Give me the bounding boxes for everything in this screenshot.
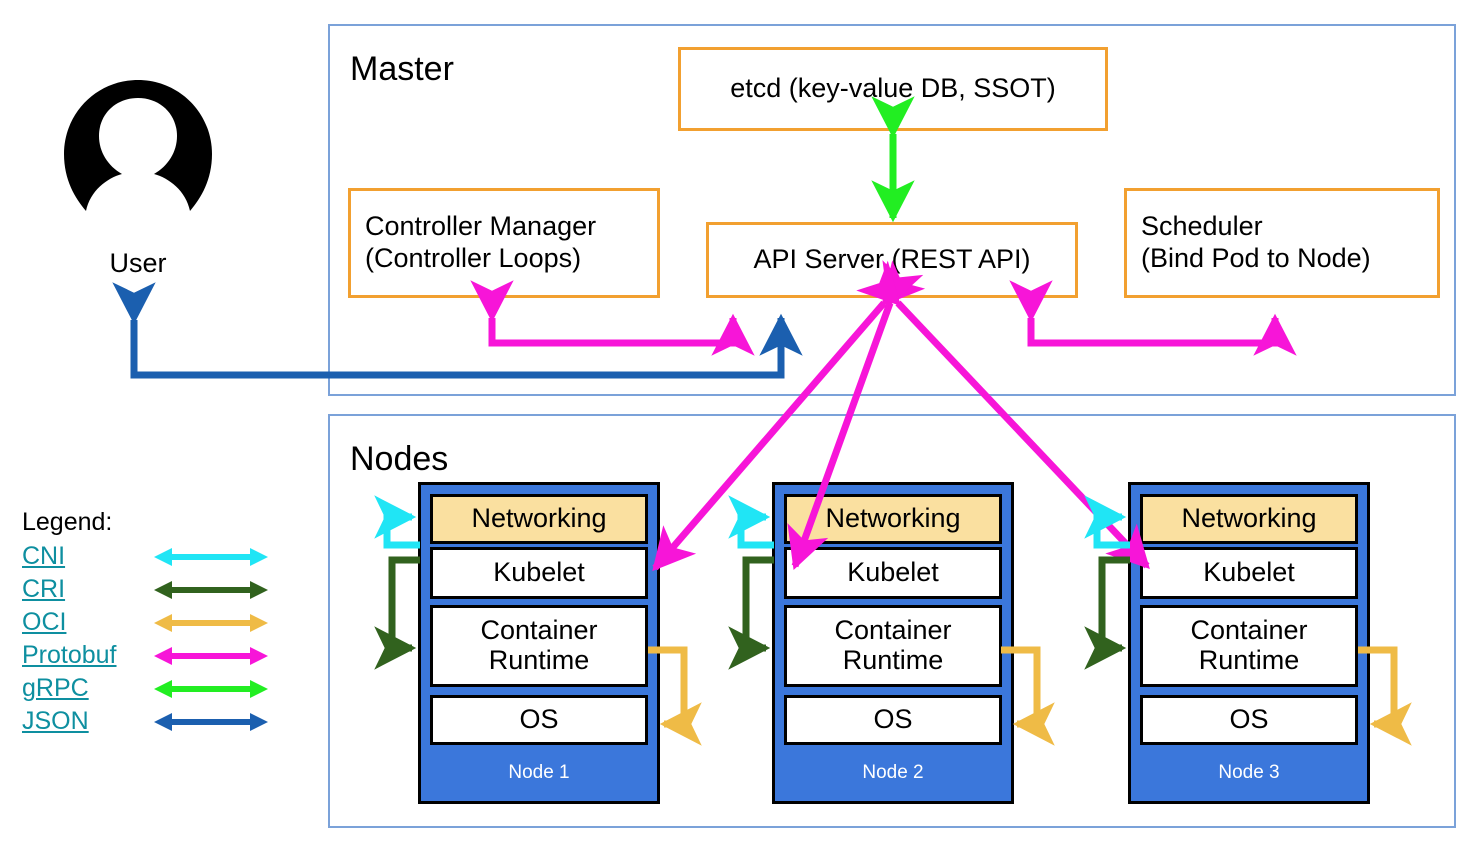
networking-label: Networking <box>471 503 607 534</box>
legend-row-cri: CRI <box>22 573 270 606</box>
legend-arrow-cni-icon <box>154 547 268 566</box>
container-runtime-label-line2: Runtime <box>1198 645 1300 675</box>
user-label: User <box>109 248 167 278</box>
node-layer-networking[interactable]: Networking <box>1140 494 1358 544</box>
controller-manager-label-line1: Controller Manager <box>365 211 597 242</box>
container-runtime-label-line1: Container <box>1190 615 1308 646</box>
node-name-label: Node 2 <box>862 762 924 783</box>
node-name-label: Node 1 <box>508 762 570 783</box>
os-label: OS <box>1229 704 1269 735</box>
etcd-label: etcd (key-value DB, SSOT) <box>730 73 1056 104</box>
legend-row-json: JSON <box>22 705 270 738</box>
kubelet-label: Kubelet <box>847 557 939 588</box>
scheduler-box[interactable]: Scheduler (Bind Pod to Node) <box>1124 188 1440 298</box>
legend-arrow-protobuf-icon <box>154 646 268 665</box>
container-runtime-label-line1: Container <box>834 615 952 646</box>
legend-title: Legend: <box>22 508 113 536</box>
node-layer-container-runtime[interactable]: Container Runtime <box>430 605 648 687</box>
container-runtime-label-line2: Runtime <box>488 645 590 675</box>
node-layer-container-runtime[interactable]: Container Runtime <box>1140 605 1358 687</box>
legend-label-cni[interactable]: CNI <box>22 542 66 570</box>
node-card[interactable]: Networking Kubelet Container Runtime OS … <box>772 482 1014 804</box>
legend-label-protobuf[interactable]: Protobuf <box>22 641 117 669</box>
node-layer-os[interactable]: OS <box>1140 695 1358 745</box>
legend-label-cri[interactable]: CRI <box>22 575 66 603</box>
legend-label-oci[interactable]: OCI <box>22 608 67 636</box>
container-runtime-label-line2: Runtime <box>842 645 944 675</box>
node-layer-networking[interactable]: Networking <box>430 494 648 544</box>
legend-row-grpc: gRPC <box>22 672 270 705</box>
master-group-title: Master <box>350 50 454 88</box>
legend-arrow-json-icon <box>154 712 268 731</box>
user-avatar-icon <box>64 80 212 211</box>
os-label: OS <box>873 704 913 735</box>
node-layer-kubelet[interactable]: Kubelet <box>1140 547 1358 599</box>
node-layer-os[interactable]: OS <box>784 695 1002 745</box>
legend-arrow-grpc-icon <box>154 679 268 698</box>
legend-arrow-cri-icon <box>154 580 268 599</box>
node-layer-networking[interactable]: Networking <box>784 494 1002 544</box>
node-card[interactable]: Networking Kubelet Container Runtime OS … <box>418 482 660 804</box>
controller-manager-label-line2: (Controller Loops) <box>365 243 582 273</box>
api-server-label: API Server (REST API) <box>753 244 1031 275</box>
legend-row-cni: CNI <box>22 540 270 573</box>
nodes-group-title: Nodes <box>350 440 449 478</box>
node-layer-container-runtime[interactable]: Container Runtime <box>784 605 1002 687</box>
api-server-box[interactable]: API Server (REST API) <box>706 222 1078 298</box>
legend-label-json[interactable]: JSON <box>22 707 89 735</box>
node-layer-kubelet[interactable]: Kubelet <box>784 547 1002 599</box>
scheduler-label-line2: (Bind Pod to Node) <box>1141 243 1371 273</box>
container-runtime-label-line1: Container <box>480 615 598 646</box>
kubelet-label: Kubelet <box>1203 557 1295 588</box>
legend-row-oci: OCI <box>22 606 270 639</box>
scheduler-label-line1: Scheduler <box>1141 211 1263 242</box>
os-label: OS <box>519 704 559 735</box>
networking-label: Networking <box>825 503 961 534</box>
legend-row-protobuf: Protobuf <box>22 639 270 672</box>
etcd-box[interactable]: etcd (key-value DB, SSOT) <box>678 47 1108 131</box>
legend-label-grpc[interactable]: gRPC <box>22 674 89 702</box>
legend-arrow-oci-icon <box>154 613 268 632</box>
node-layer-kubelet[interactable]: Kubelet <box>430 547 648 599</box>
node-layer-os[interactable]: OS <box>430 695 648 745</box>
legend: Legend: CNI CRI OCI Protobuf <box>22 508 270 738</box>
kubelet-label: Kubelet <box>493 557 585 588</box>
node-name-label: Node 3 <box>1218 762 1280 783</box>
networking-label: Networking <box>1181 503 1317 534</box>
controller-manager-box[interactable]: Controller Manager (Controller Loops) <box>348 188 660 298</box>
node-card[interactable]: Networking Kubelet Container Runtime OS … <box>1128 482 1370 804</box>
